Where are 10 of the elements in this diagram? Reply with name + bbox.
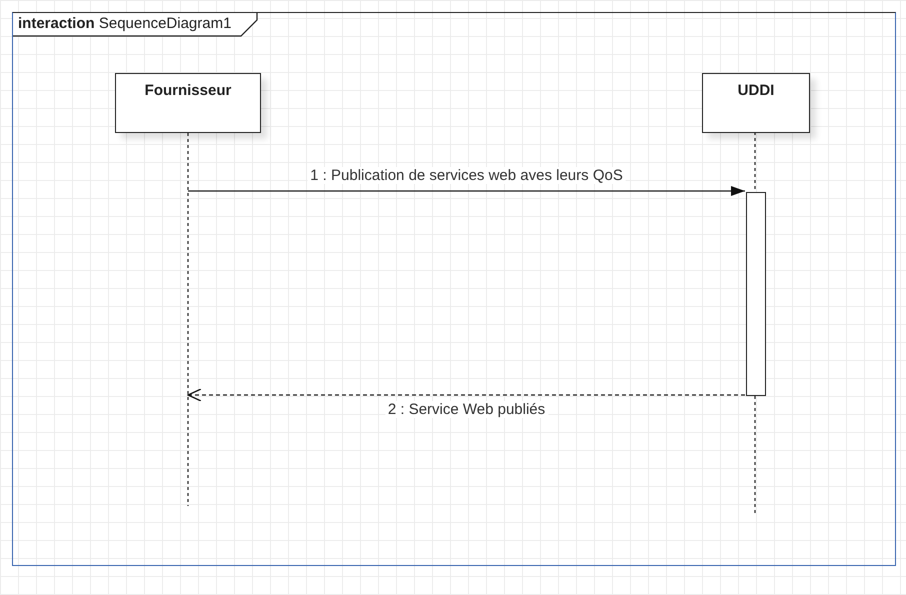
lifeline-head-box: UDDI xyxy=(702,73,810,133)
return-message-arrow xyxy=(187,388,745,402)
frame-title: interaction SequenceDiagram1 xyxy=(13,13,258,36)
interaction-frame xyxy=(12,12,896,566)
message-arrow xyxy=(188,186,745,196)
activation-bar xyxy=(746,192,766,396)
message-label: 1 : Publication de services web aves leurs QoS xyxy=(307,167,626,184)
message-label: 2 : Service Web publiés xyxy=(384,401,548,418)
lifeline xyxy=(187,133,189,506)
lifeline-head-box: Fournisseur xyxy=(115,73,261,133)
